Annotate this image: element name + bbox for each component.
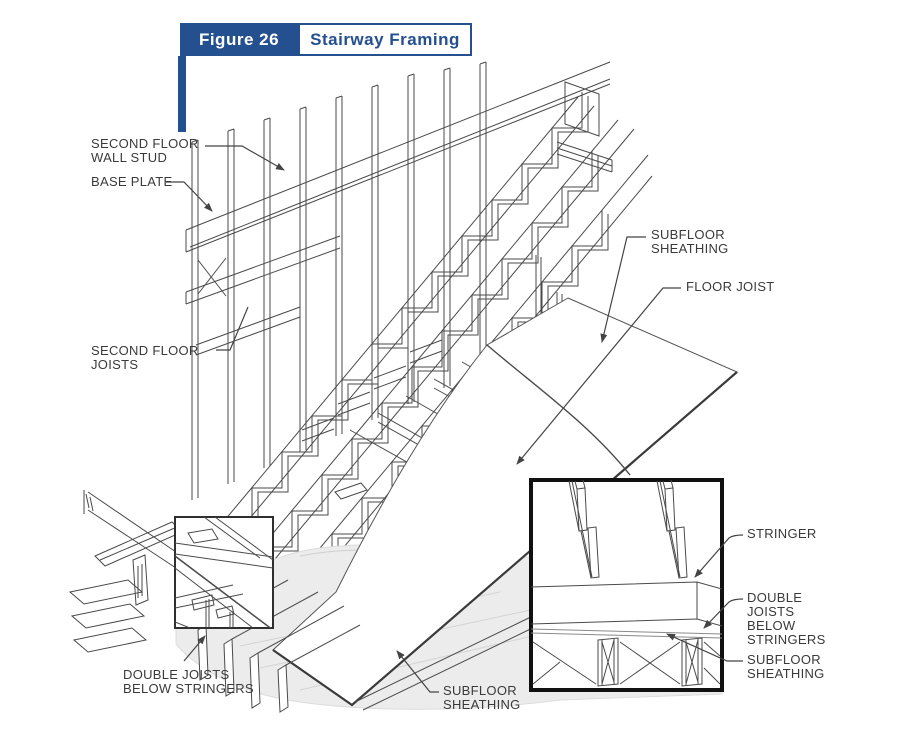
leader-second-floor-joists [216,306,249,351]
leader-double-joists-right [703,598,744,629]
leader-subfloor-sheathing-top [600,236,646,343]
right-detail-box [529,478,724,692]
double-joist-ends [197,579,546,713]
label-line: STRINGER [747,526,817,541]
figure-number-badge: Figure 26 [180,23,298,56]
label-line: BELOW [747,618,796,633]
label-line: DOUBLE [747,590,803,605]
corner-lumber-stack [68,490,183,653]
label-line: WALL STUD [91,150,168,165]
label-line: SUBFLOOR [651,227,725,242]
leader-lines [166,145,744,693]
label-subfloor-sheathing-top: SUBFLOOR SHEATHING [651,228,729,256]
leader-floor-joist [516,287,681,465]
label-line: SUBFLOOR [747,652,821,667]
label-base-plate: BASE PLATE [91,175,173,189]
label-subfloor-sheathing-bottom: SUBFLOOR SHEATHING [443,684,521,712]
leader-base-plate [166,181,213,212]
label-double-joists-below-stringers-bottom: DOUBLE JOISTS BELOW STRINGERS [123,668,254,696]
label-line: SECOND FLOOR [91,136,199,151]
label-floor-joist: FLOOR JOIST [686,280,775,294]
label-line: SUBFLOOR [443,683,517,698]
label-line: FLOOR JOIST [686,279,775,294]
figure-connector-bar [178,56,186,132]
wall-studs [191,61,487,500]
label-line: SHEATHING [443,697,521,712]
leader-double-joists-bottom [183,635,206,662]
figure-title: Stairway Framing [298,23,472,56]
label-second-floor-joists: SECOND FLOOR JOISTS [91,344,199,372]
label-line: DOUBLE JOISTS [123,667,230,682]
label-line: JOISTS [747,604,795,619]
wall-blocking-boards [301,339,443,442]
label-line: SHEATHING [651,241,729,256]
leader-subfloor-sheathing-right [666,633,743,662]
base-plate-board [185,61,611,253]
label-line: SECOND FLOOR [91,343,199,358]
left-detail-box [174,516,274,629]
label-line: BASE PLATE [91,174,173,189]
label-second-floor-wall-stud: SECOND FLOOR WALL STUD [91,137,199,165]
left-detail-content [175,517,273,628]
label-double-joists-below-stringers-right: DOUBLE JOISTS BELOW STRINGERS [747,591,826,647]
label-line: JOISTS [91,357,139,372]
label-stringer: STRINGER [747,527,817,541]
label-line: SHEATHING [747,666,825,681]
leader-second-floor-wall-stud [205,145,285,171]
leader-subfloor-sheathing-bottom [396,650,439,693]
right-detail-content [531,480,722,687]
second-floor-joist-boards [185,235,341,356]
label-subfloor-sheathing-right: SUBFLOOR SHEATHING [747,653,825,681]
label-line: STRINGERS [747,632,826,647]
leader-stringer [694,534,744,578]
label-line: BELOW STRINGERS [123,681,254,696]
